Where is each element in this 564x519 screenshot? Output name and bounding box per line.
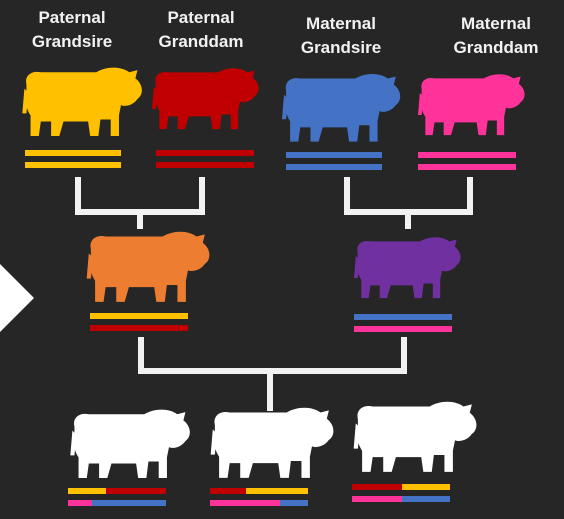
offspring-2-gene-bar: [280, 500, 308, 506]
offspring-1-gene-bar: [106, 488, 166, 494]
paternal-granddam-bull-icon: [152, 68, 259, 129]
offspring-2-bull-icon: [211, 408, 334, 478]
paternal-grandsire-gene-bar: [25, 162, 121, 168]
offspring-1-gene-bar: [68, 488, 106, 494]
dam-gene-bar: [354, 314, 452, 320]
paternal-grandsire-gene-bar: [25, 150, 121, 156]
maternal-granddam-bull-icon: [418, 74, 525, 135]
paternal-grandsire-bull-icon: [22, 68, 142, 136]
offspring-1-bull-icon: [70, 410, 190, 478]
paternal-granddam-gene-bar: [156, 162, 254, 168]
paternal-granddam-gene-bar: [156, 150, 254, 156]
sire-gene-bar: [90, 325, 188, 331]
dam-bull-icon: [354, 237, 461, 298]
connector-lines: [78, 180, 470, 408]
offspring-3-gene-bar: [352, 484, 402, 490]
play-arrow-icon: [0, 264, 34, 332]
offspring-1-gene-bar: [92, 500, 166, 506]
offspring-2-gene-bar: [246, 488, 308, 494]
offspring-3-bull-icon: [354, 402, 477, 472]
maternal-grandsire-bull-icon: [282, 74, 400, 142]
sire-gene-bar: [90, 313, 188, 319]
offspring-3-gene-bar: [352, 496, 402, 502]
offspring-1-gene-bar: [68, 500, 92, 506]
dam-gene-bar: [354, 326, 452, 332]
offspring-2-gene-bar: [210, 500, 280, 506]
sire-bull-icon: [87, 232, 210, 302]
offspring-2-gene-bar: [210, 488, 246, 494]
maternal-grandsire-gene-bar: [286, 164, 382, 170]
offspring-3-gene-bar: [402, 496, 450, 502]
maternal-grandsire-gene-bar: [286, 152, 382, 158]
maternal-granddam-gene-bar: [418, 152, 516, 158]
maternal-granddam-gene-bar: [418, 164, 516, 170]
offspring-3-gene-bar: [402, 484, 450, 490]
